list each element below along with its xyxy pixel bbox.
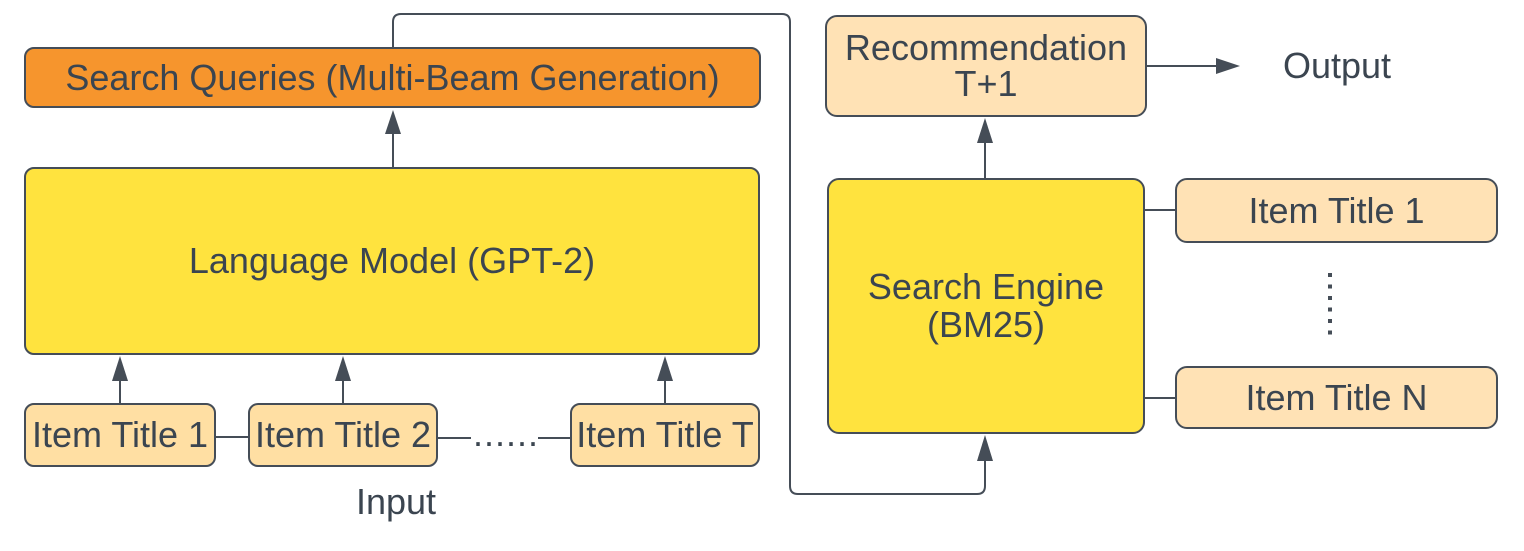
input-label: Input — [355, 481, 437, 522]
item-title-1-box: Item Title 1 — [24, 403, 216, 467]
item2-to-lm-arrowhead-icon — [335, 356, 351, 381]
recommendation-to-output-arrowhead-icon — [1216, 58, 1240, 74]
search-queries-label: Search Queries (Multi-Beam Generation) — [65, 56, 720, 98]
result-item-title-N-box: Item Title N — [1175, 366, 1498, 429]
result-item-title-N-label: Item Title N — [1245, 376, 1428, 418]
item-title-2-label: Item Title 2 — [254, 414, 432, 456]
horizontal-ellipsis: ...... — [472, 413, 540, 454]
itemT-to-lm-arrowhead-icon — [657, 356, 673, 381]
item-title-1-label: Item Title 1 — [31, 414, 209, 456]
engine-to-recommendation-arrowhead-icon — [977, 118, 993, 143]
language-model-label: Language Model (GPT-2) — [188, 240, 596, 282]
recommendation-box: Recommendation T+1 — [825, 15, 1147, 117]
language-model-box: Language Model (GPT-2) — [24, 167, 760, 355]
item-title-T-label: Item Title T — [576, 414, 754, 456]
search-engine-label-line1: Search Engine — [867, 266, 1105, 307]
result-item-title-1-label: Item Title 1 — [1248, 189, 1425, 231]
recommendation-label-line1: Recommendation — [844, 27, 1128, 68]
recommendation-label-line2: T+1 — [954, 63, 1018, 104]
output-label: Output — [1282, 45, 1392, 86]
item-title-2-box: Item Title 2 — [248, 403, 438, 467]
lm-to-queries-arrowhead-icon — [385, 110, 401, 134]
search-engine-box: Search Engine (BM25) — [827, 178, 1145, 434]
search-queries-box: Search Queries (Multi-Beam Generation) — [24, 47, 761, 108]
item1-to-lm-arrowhead-icon — [112, 356, 128, 381]
queries-to-engine-arrowhead-icon — [977, 435, 993, 461]
item-title-T-box: Item Title T — [570, 403, 760, 467]
result-item-title-1-box: Item Title 1 — [1175, 178, 1498, 243]
search-engine-label-line2: (BM25) — [926, 304, 1046, 345]
